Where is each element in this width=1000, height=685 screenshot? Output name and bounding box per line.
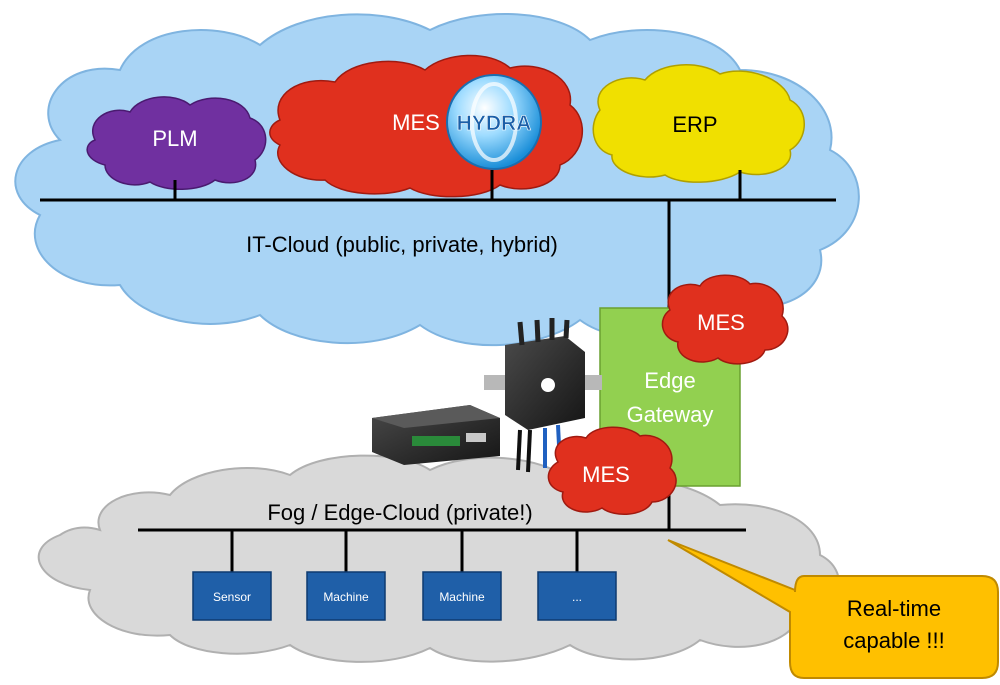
hydra-logo [446, 74, 542, 170]
realtime-callout [667, 539, 999, 679]
hydra-logo-text: HYDRA [457, 112, 532, 135]
device-label-machine-1: Machine [323, 590, 369, 604]
mes-edge-cloud-top [661, 274, 789, 365]
device-label-sensor: Sensor [213, 590, 251, 604]
callout-line2: capable !!! [843, 628, 945, 653]
mes-bottom-label: MES [582, 462, 630, 487]
plm-label: PLM [152, 126, 197, 151]
it-cloud-label: IT-Cloud (public, private, hybrid) [246, 232, 558, 257]
device-box-sensor [192, 571, 272, 621]
device-label-machine-2: Machine [439, 590, 485, 604]
erp-label: ERP [672, 112, 717, 137]
gateway-label-line1: Edge [644, 368, 695, 393]
erp-cloud [592, 64, 805, 183]
gateway-label-line2: Gateway [627, 402, 714, 427]
device-box-machine-2 [422, 571, 502, 621]
edge-device-box-icon [372, 405, 500, 465]
plm-cloud [86, 96, 267, 190]
device-box-machine-1 [306, 571, 386, 621]
mes-edge-cloud-bottom [547, 426, 677, 515]
device-label-more: ... [572, 590, 582, 604]
mes-top-label: MES [697, 310, 745, 335]
fog-cloud-label: Fog / Edge-Cloud (private!) [267, 500, 532, 525]
device-box-more [537, 571, 617, 621]
callout-line1: Real-time [847, 596, 941, 621]
mes-label: MES [392, 110, 440, 135]
edge-gateway-device-icon [484, 318, 602, 473]
